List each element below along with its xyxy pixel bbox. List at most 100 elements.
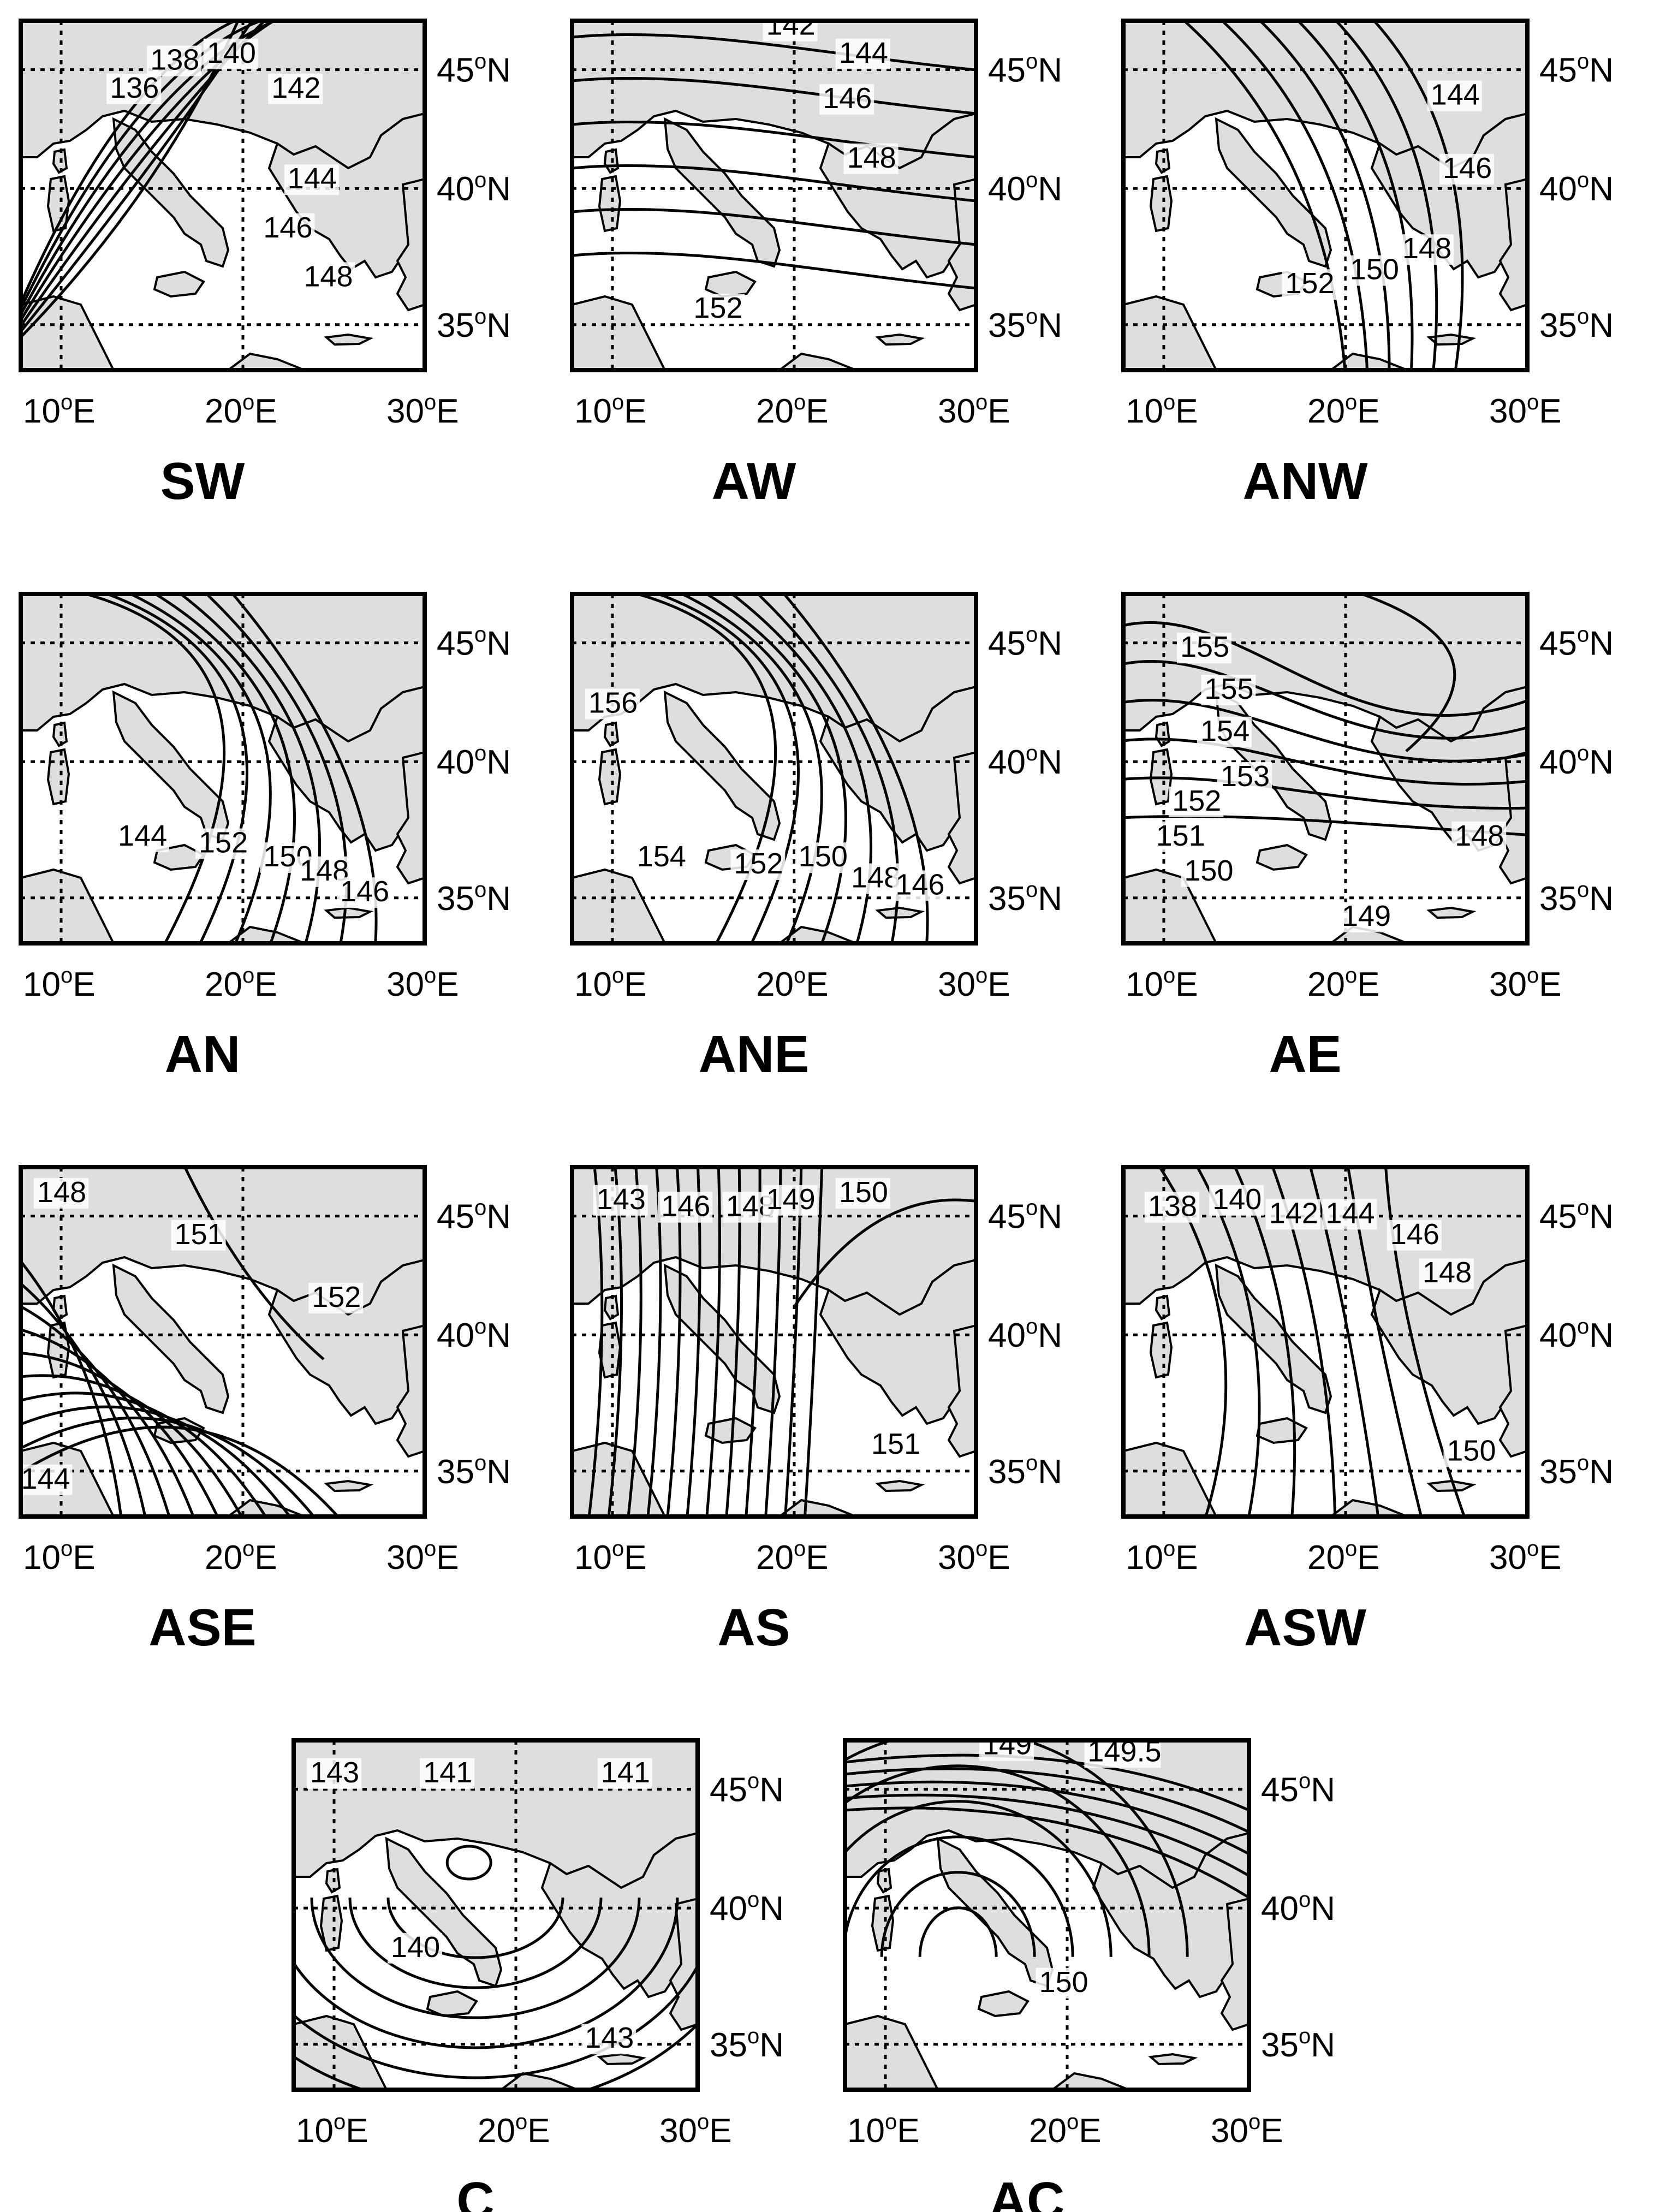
contour-label: 146	[1390, 1218, 1439, 1251]
contour-label: 153	[1221, 760, 1270, 793]
contour-label-bg	[1338, 902, 1393, 932]
contour-label-bg	[593, 1185, 648, 1216]
contour-label: 156	[588, 687, 638, 720]
lon-tick-label: 20oE	[205, 390, 277, 430]
contour-label-bg	[835, 1178, 890, 1209]
map-frame	[19, 592, 427, 946]
map-frame	[1121, 1165, 1530, 1519]
contour-label: 143	[585, 2021, 634, 2054]
lat-tick-label: 40oN	[1539, 1315, 1614, 1354]
contour-label-bg	[203, 38, 258, 69]
contour-label-bg	[1217, 762, 1272, 793]
map-frame	[570, 19, 978, 372]
height-contour	[1182, 21, 1347, 370]
contour-label: 154	[1200, 715, 1249, 747]
contour-label: 150	[1447, 1435, 1496, 1467]
height-contour	[183, 1167, 325, 1360]
height-contour	[1123, 776, 1527, 810]
height-contour	[845, 1767, 1249, 1834]
lat-tick-label: 45oN	[1539, 623, 1614, 663]
lon-tick-label: 20oE	[205, 1537, 277, 1577]
height-contour	[103, 594, 248, 943]
contour-label: 149	[983, 1728, 1032, 1761]
contour-label: 150	[1350, 253, 1399, 286]
lat-tick-label: 35oN	[1261, 2024, 1335, 2064]
contour-label: 146	[263, 211, 312, 244]
lat-tick-label: 45oN	[437, 50, 511, 90]
height-contour	[845, 1780, 1249, 1856]
contour-label-bg	[34, 1178, 88, 1209]
contour-label-bg	[835, 38, 890, 69]
contour-label: 149	[1342, 900, 1391, 932]
lat-tick-label: 40oN	[437, 168, 511, 208]
contour-label: 143	[310, 1756, 359, 1789]
lat-tick-label: 40oN	[988, 1315, 1062, 1354]
contour-label: 149	[766, 1183, 816, 1216]
contour-label-bg	[115, 821, 169, 852]
contour-label: 140	[1212, 1183, 1262, 1216]
lon-tick-label: 30oE	[1489, 1537, 1562, 1577]
height-contour	[845, 1835, 1074, 1957]
height-contour	[1357, 594, 1456, 752]
contour-label-bg	[1036, 1967, 1091, 1999]
lat-tick-label: 45oN	[710, 1769, 784, 1809]
lat-tick-label: 40oN	[710, 1888, 784, 1928]
coastline-basemap	[845, 1740, 1249, 2090]
lat-tick-label: 45oN	[1539, 1196, 1614, 1236]
height-contour	[1123, 621, 1527, 717]
lon-tick-label: 20oE	[756, 964, 829, 1003]
lon-tick-label: 10oE	[574, 964, 647, 1003]
contour-label-bg	[690, 294, 745, 324]
contour-label: 141	[601, 1756, 650, 1789]
contour-label-bg	[1346, 255, 1401, 286]
lat-tick-label: 40oN	[1539, 741, 1614, 781]
height-contour	[152, 594, 296, 943]
map-frame	[1121, 19, 1530, 372]
panel-label: AN	[165, 1025, 241, 1084]
contour-label: 150	[1039, 1966, 1088, 1999]
contour-label: 148	[37, 1176, 86, 1209]
height-contour	[845, 1793, 1249, 1877]
map-frame	[570, 592, 978, 946]
contour-label-bg	[979, 1740, 1034, 1761]
contour-label-bg	[284, 164, 339, 195]
lon-tick-label: 30oE	[1489, 964, 1562, 1003]
map-frame	[291, 1738, 700, 2092]
contour-label-bg	[106, 73, 162, 104]
contour-label-bg	[1427, 80, 1482, 111]
height-contour	[572, 251, 976, 290]
height-contour	[178, 594, 322, 943]
lon-tick-label: 20oE	[756, 390, 829, 430]
lat-tick-label: 35oN	[988, 878, 1062, 918]
contour-label: 151	[1156, 819, 1205, 852]
height-contour	[845, 1764, 1151, 1957]
contour-label-bg	[1197, 716, 1252, 747]
contour-label: 138	[1148, 1190, 1197, 1223]
lat-tick-label: 35oN	[988, 1451, 1062, 1491]
coastline-basemap	[572, 21, 976, 370]
contour-label: 146	[823, 82, 872, 115]
contour-label: 142	[766, 9, 816, 41]
height-contour	[445, 1845, 492, 1881]
lon-tick-label: 30oE	[386, 1537, 459, 1577]
height-contour	[1123, 660, 1527, 740]
lat-tick-label: 40oN	[988, 168, 1062, 208]
height-contour	[21, 1282, 147, 1517]
contour-label: 144	[1325, 1197, 1374, 1229]
contour-label-bg	[1439, 154, 1494, 185]
contour-label: 144	[118, 819, 167, 852]
lon-tick-label: 10oE	[296, 2110, 368, 2150]
contour-label-bg	[1084, 1740, 1161, 1768]
contour-label: 146	[340, 875, 389, 908]
contour-label: 148	[1402, 232, 1451, 265]
panel-label: AC	[989, 2172, 1065, 2212]
map-frame	[1121, 592, 1530, 946]
contour-label-bg	[260, 213, 315, 244]
contour-label: 142	[1269, 1197, 1318, 1229]
height-contour	[793, 1198, 976, 1308]
